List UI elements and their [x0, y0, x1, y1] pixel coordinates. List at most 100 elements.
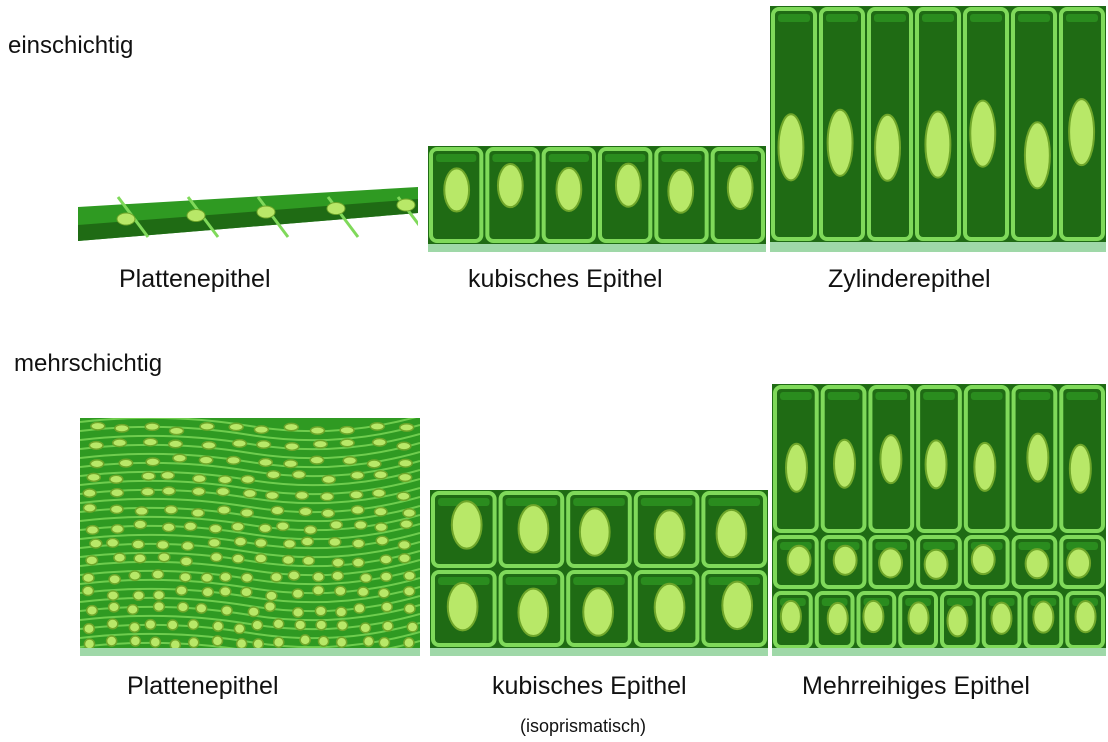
- nucleus: [397, 492, 410, 500]
- nucleus: [83, 573, 94, 582]
- nucleus: [404, 638, 414, 648]
- single-squamous-epithelium-image: [78, 185, 418, 243]
- cell-highlight: [780, 392, 812, 400]
- nucleus: [107, 538, 119, 547]
- nucleus: [187, 210, 205, 222]
- nucleus: [284, 423, 298, 430]
- nucleus: [282, 555, 294, 564]
- nucleus: [237, 639, 247, 649]
- nucleus: [188, 620, 198, 630]
- nucleus: [115, 425, 129, 432]
- nucleus: [1069, 99, 1094, 165]
- nucleus: [292, 471, 305, 479]
- cell-highlight: [923, 392, 955, 400]
- nucleus: [114, 553, 126, 562]
- nucleus: [255, 539, 267, 548]
- nucleus: [142, 472, 155, 480]
- nucleus: [266, 491, 279, 499]
- nucleus: [717, 510, 747, 557]
- cell-highlight: [1018, 14, 1050, 22]
- nucleus: [863, 601, 883, 632]
- nucleus: [315, 606, 326, 616]
- nucleus: [314, 440, 328, 448]
- caption-pseudostratified: Mehrreihiges Epithel: [802, 672, 1030, 701]
- nucleus: [834, 546, 857, 575]
- nucleus: [167, 620, 177, 630]
- nucleus: [86, 526, 98, 535]
- nucleus: [383, 621, 393, 631]
- nucleus: [110, 505, 123, 513]
- nucleus: [271, 506, 284, 514]
- nucleus: [163, 523, 175, 532]
- nucleus: [181, 557, 193, 566]
- nucleus: [322, 509, 335, 517]
- nucleus: [316, 620, 326, 630]
- nucleus: [332, 571, 343, 580]
- nucleus: [321, 492, 334, 500]
- single-columnar-epithelium-image: [770, 6, 1106, 252]
- nucleus: [117, 213, 135, 225]
- nucleus: [668, 170, 693, 213]
- nucleus: [303, 556, 315, 565]
- nucleus: [87, 606, 98, 616]
- nucleus: [292, 589, 303, 598]
- pseudostratified-epithelium-image: [772, 384, 1106, 656]
- nucleus: [284, 460, 297, 468]
- nucleus: [265, 602, 276, 612]
- nucleus: [925, 550, 948, 579]
- nucleus: [196, 604, 207, 614]
- nucleus: [380, 555, 392, 564]
- nucleus: [134, 520, 146, 529]
- cell-highlight: [1066, 14, 1098, 22]
- cell-highlight: [661, 154, 701, 162]
- cell-highlight: [436, 154, 476, 162]
- nucleus: [218, 506, 231, 514]
- nucleus: [83, 504, 96, 512]
- nucleus: [374, 471, 387, 479]
- nucleus: [335, 586, 346, 595]
- nucleus: [448, 583, 478, 630]
- nucleus: [404, 571, 415, 580]
- nucleus: [398, 541, 410, 550]
- nucleus: [127, 605, 138, 615]
- nucleus: [241, 587, 252, 596]
- nucleus: [211, 553, 223, 562]
- nucleus: [373, 438, 387, 446]
- nucleus: [130, 636, 140, 646]
- nucleus: [722, 582, 752, 629]
- cell-highlight: [923, 542, 955, 550]
- nucleus: [400, 424, 414, 431]
- nucleus: [284, 540, 296, 549]
- nucleus: [84, 639, 94, 649]
- nucleus: [519, 505, 549, 552]
- nucleus: [254, 426, 268, 433]
- nucleus: [379, 637, 389, 647]
- cell-highlight: [1066, 392, 1098, 400]
- cell-highlight: [970, 14, 1002, 22]
- nucleus: [781, 601, 801, 632]
- nucleus: [221, 606, 232, 616]
- nucleus: [828, 603, 848, 634]
- nucleus: [212, 636, 222, 646]
- nucleus: [192, 487, 205, 495]
- nucleus: [252, 620, 262, 630]
- nucleus: [192, 509, 205, 517]
- nucleus: [400, 520, 412, 529]
- nucleus: [89, 442, 103, 450]
- nucleus: [83, 586, 94, 595]
- nucleus: [173, 454, 186, 462]
- nucleus: [1025, 122, 1050, 188]
- nucleus: [274, 637, 284, 647]
- nucleus: [304, 526, 316, 535]
- nucleus: [182, 542, 194, 551]
- nucleus: [162, 487, 175, 495]
- nucleus: [293, 608, 304, 618]
- nucleus: [219, 476, 232, 484]
- nucleus: [157, 541, 169, 550]
- nucleus: [1067, 548, 1090, 577]
- nucleus: [353, 558, 365, 567]
- nucleus: [150, 637, 160, 647]
- nucleus: [974, 443, 995, 491]
- nucleus: [353, 539, 365, 548]
- nucleus: [332, 558, 344, 567]
